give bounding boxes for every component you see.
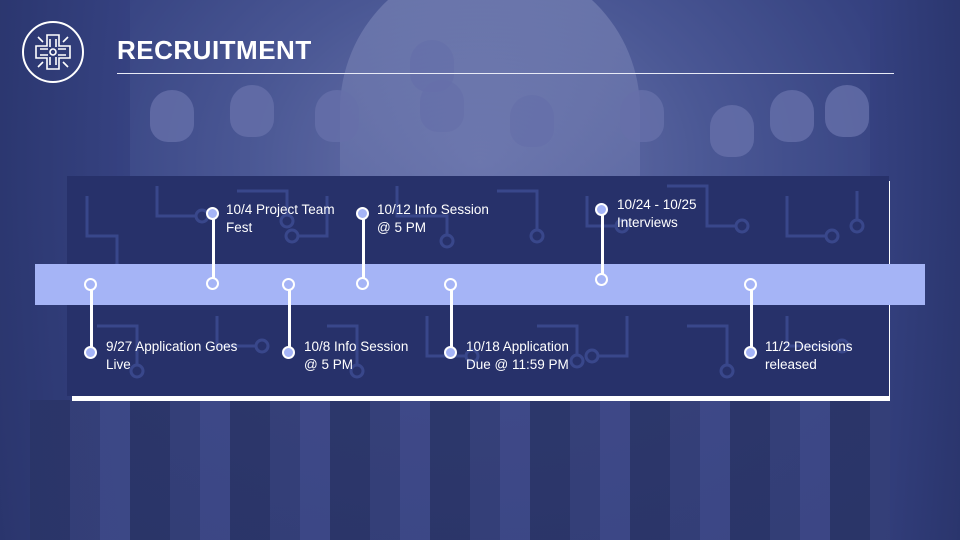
event-label-application-due: 10/18 Application Due @ 11:59 PM: [466, 339, 569, 372]
timeline-band: [35, 264, 925, 305]
page-title: RECRUITMENT: [117, 35, 312, 65]
event-label-application-live: 9/27 Application Goes Live: [106, 339, 238, 372]
event-label-project-team-fest: 10/4 Project Team Fest: [226, 202, 335, 235]
circuit-cross-logo-icon: [22, 21, 84, 83]
title-divider: [117, 73, 894, 74]
event-label-info-session-108: 10/8 Info Session @ 5 PM: [304, 339, 409, 372]
event-label-info-session-1012: 10/12 Info Session @ 5 PM: [377, 202, 489, 235]
circuit-pattern: [85, 184, 865, 379]
event-label-decisions-released: 11/2 Decisions released: [765, 339, 853, 372]
event-label-interviews: 10/24 - 10/25 Interviews: [617, 197, 697, 230]
background-people-lower: [30, 400, 890, 540]
background-group-people: [120, 40, 880, 180]
